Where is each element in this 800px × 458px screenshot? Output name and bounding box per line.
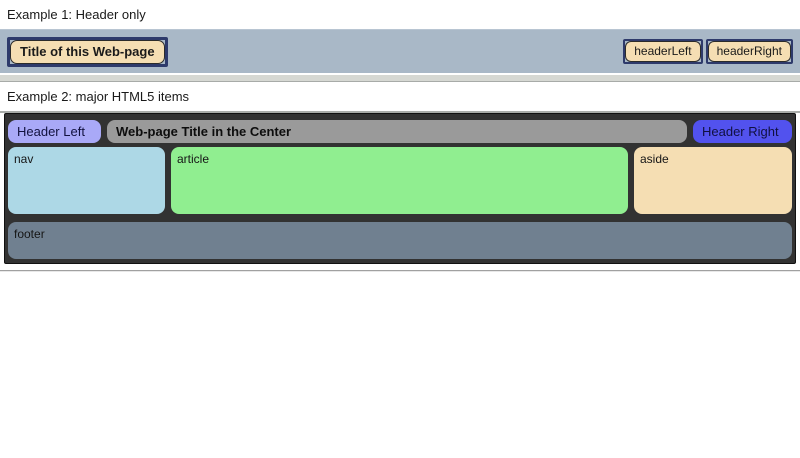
- bottom-divider: [0, 270, 800, 272]
- header-left-badge[interactable]: headerLeft: [625, 41, 701, 62]
- nav-panel: nav: [8, 147, 165, 214]
- footer-panel: footer: [8, 222, 792, 259]
- page-title-badge[interactable]: Title of this Web-page: [10, 39, 165, 64]
- example2-heading: Example 2: major HTML5 items: [7, 89, 190, 104]
- example2-main-row: nav article aside: [8, 147, 792, 214]
- section-divider: [0, 75, 800, 82]
- page-title-badge-frame: Title of this Web-page: [7, 36, 168, 67]
- header-right-badge-frame: headerRight: [705, 39, 793, 64]
- header-right-badge[interactable]: headerRight: [707, 41, 791, 62]
- header-left-badge-frame: headerLeft: [623, 39, 703, 64]
- example2-header-row: Header Left Web-page Title in the Center…: [8, 120, 792, 143]
- aside-panel: aside: [634, 147, 792, 214]
- container-top-rule: [0, 111, 800, 113]
- example1-heading: Example 1: Header only: [7, 7, 146, 22]
- example2-container: Header Left Web-page Title in the Center…: [4, 113, 796, 264]
- header-right-box[interactable]: Header Right: [693, 120, 792, 143]
- header-left-box[interactable]: Header Left: [8, 120, 101, 143]
- article-panel: article: [171, 147, 628, 214]
- example1-header-bar: Title of this Web-page headerLeft header…: [0, 29, 800, 73]
- page-title-bar: Web-page Title in the Center: [107, 120, 687, 143]
- example1-header-right-group: headerLeft headerRight: [623, 39, 793, 64]
